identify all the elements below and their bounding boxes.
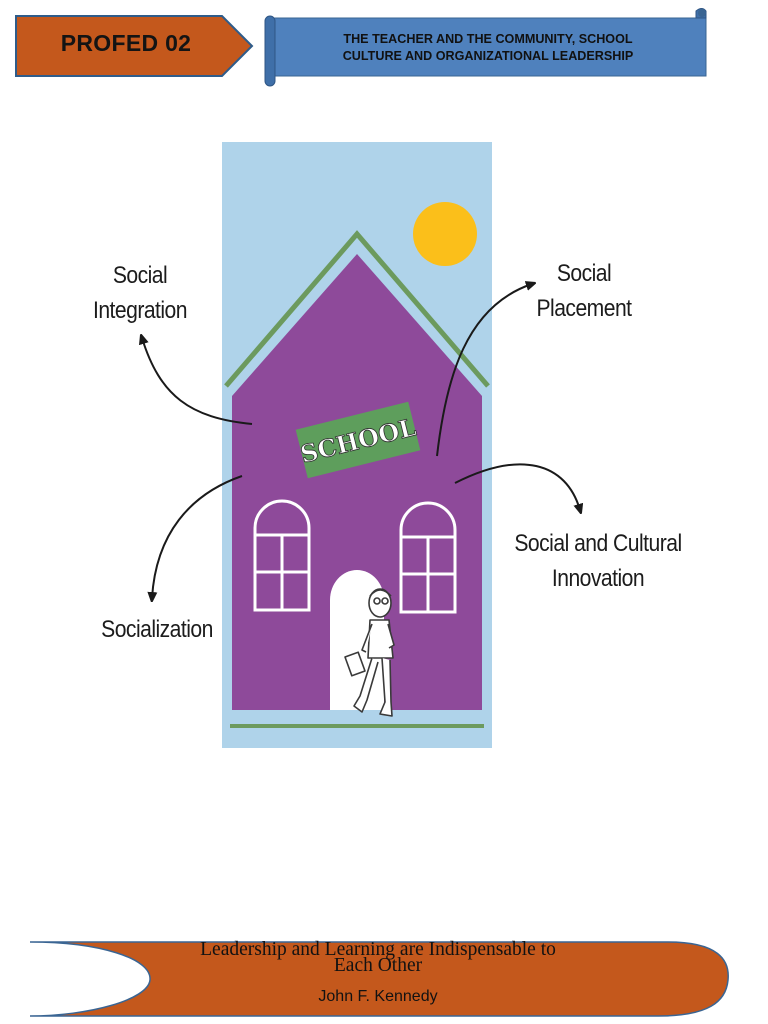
window-right (399, 501, 457, 614)
label-socialization: Socialization (82, 612, 232, 647)
quote-line2: Each Other (333, 955, 423, 976)
label-social-cultural-line1: Social and Cultural (514, 530, 682, 557)
label-social-placement-line1: Social (556, 260, 612, 287)
label-socialization-line1: Socialization (101, 616, 213, 643)
course-title-line1: THE TEACHER AND THE COMMUNITY, SCHOOL (343, 32, 633, 46)
label-social-integration-line2: Integration (92, 297, 188, 324)
label-social-cultural-innovation: Social and Cultural Innovation (501, 526, 695, 596)
course-title-banner (264, 8, 707, 87)
quote-text: Leadership and Learning are Indispensabl… (150, 939, 606, 976)
course-code-label: PROFED 02 (60, 29, 192, 56)
window-left (253, 499, 311, 612)
label-social-cultural-line2: Innovation (551, 565, 645, 592)
label-social-integration-line1: Social (112, 262, 168, 289)
course-code-badge (15, 15, 254, 77)
quote-line1: Leadership and Learning are Indispensabl… (200, 939, 556, 960)
sun-icon (413, 202, 477, 266)
course-title-line2: CULTURE AND ORGANIZATIONAL LEADERSHIP (342, 49, 634, 63)
label-social-integration: Social Integration (70, 258, 211, 328)
arrow-social-cultural-innovation (454, 463, 580, 510)
quote-author: John F. Kennedy (318, 988, 438, 1005)
arrow-social-integration (142, 338, 253, 425)
roof-outline (224, 230, 490, 388)
label-social-placement: Social Placement (514, 256, 655, 326)
school-house (232, 254, 482, 710)
school-sign: SCHOOL (295, 401, 421, 479)
label-social-placement-line2: Placement (536, 295, 632, 322)
student-figure (344, 588, 395, 717)
quote-ribbon (29, 941, 729, 1017)
course-title: THE TEACHER AND THE COMMUNITY, SCHOOL CU… (292, 27, 684, 69)
arrow-socialization (152, 475, 243, 598)
arrow-social-placement (436, 284, 532, 457)
